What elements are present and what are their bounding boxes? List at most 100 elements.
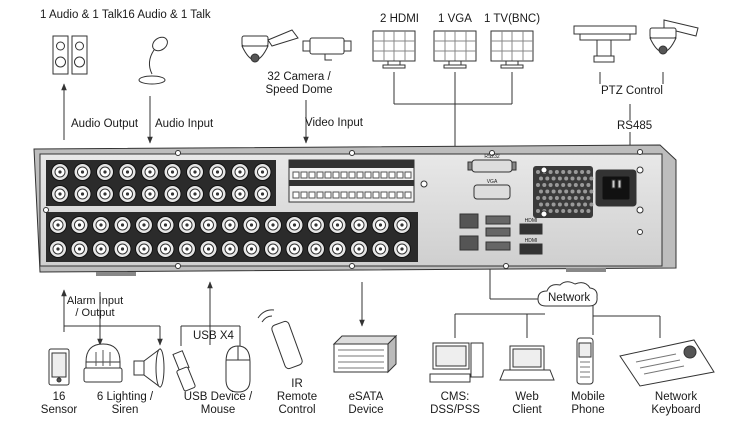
terminal-screw bbox=[364, 191, 372, 199]
bnc-connector bbox=[231, 163, 249, 181]
terminal-screw bbox=[348, 171, 356, 179]
laptop-icon bbox=[499, 345, 555, 381]
camera-label-line2: Speed Dome bbox=[265, 84, 333, 96]
vent-hole bbox=[573, 183, 578, 187]
bnc-connector bbox=[51, 163, 69, 181]
vent-hole bbox=[554, 170, 559, 174]
vent-hole bbox=[586, 209, 591, 213]
hdmi-port-label-1: HDMI bbox=[525, 218, 538, 224]
terminal-screw bbox=[292, 191, 300, 199]
vent-hole bbox=[567, 183, 572, 187]
vent-hole bbox=[557, 189, 562, 194]
terminal-screw bbox=[316, 171, 324, 179]
terminal-screw bbox=[316, 191, 324, 199]
tv-monitor-icon bbox=[490, 30, 534, 69]
bnc-connector bbox=[242, 216, 261, 234]
vent-hole bbox=[576, 189, 581, 194]
phone-label: Phone bbox=[571, 404, 605, 416]
vent-hole bbox=[554, 209, 559, 213]
vent-hole bbox=[557, 202, 562, 207]
vent-hole bbox=[586, 183, 591, 187]
web-label: Web bbox=[515, 391, 539, 403]
bnc-connector bbox=[113, 240, 132, 258]
vent-hole bbox=[586, 196, 591, 200]
network-cloud-icon bbox=[537, 281, 598, 307]
bnc-connector bbox=[51, 185, 69, 203]
terminal-screw bbox=[292, 171, 300, 179]
vent-hole bbox=[542, 196, 547, 200]
vent-hole bbox=[536, 183, 540, 187]
usb-device-icon bbox=[172, 350, 196, 392]
bnc-connector bbox=[156, 240, 175, 258]
camera-label-line1: 32 Camera / bbox=[267, 71, 331, 83]
bnc-connector bbox=[118, 185, 137, 203]
speaker-icon bbox=[52, 35, 88, 75]
terminal-screw bbox=[324, 171, 332, 179]
bnc-connector bbox=[393, 240, 411, 258]
terminal-screw bbox=[340, 171, 348, 179]
microphone-icon bbox=[138, 36, 168, 85]
bnc-connector bbox=[163, 185, 182, 203]
vent-hole bbox=[539, 176, 543, 181]
vga-monitor-icon bbox=[433, 30, 477, 69]
bnc-connector bbox=[70, 240, 89, 258]
network-label: Network bbox=[548, 292, 591, 304]
speakers-label: 1 Audio & 1 Talk bbox=[40, 9, 123, 21]
terminal-screw bbox=[372, 171, 380, 179]
terminal-screw bbox=[308, 191, 316, 199]
bnc-connector bbox=[135, 240, 153, 258]
sensor-label-line2: Sensor bbox=[40, 404, 78, 416]
vent-hole bbox=[536, 209, 540, 213]
terminal-screw bbox=[404, 171, 412, 179]
bnc-connector bbox=[307, 240, 325, 258]
terminal-screw bbox=[324, 191, 332, 199]
vent-holes bbox=[536, 170, 594, 213]
bnc-connector bbox=[350, 216, 368, 234]
bnc-connector bbox=[199, 216, 218, 234]
bnc-connector bbox=[92, 216, 110, 234]
vent-hole bbox=[539, 189, 543, 194]
vent-hole bbox=[557, 176, 562, 181]
terminal-screw bbox=[332, 191, 340, 199]
ptz-control-label: PTZ Control bbox=[601, 85, 663, 97]
vent-hole bbox=[570, 202, 575, 207]
sensor-icon bbox=[48, 348, 70, 386]
bnc-connector-grid bbox=[49, 163, 411, 258]
vent-hole bbox=[539, 202, 543, 207]
bnc-connector bbox=[393, 216, 411, 234]
network-keyboard-label-line1: Network bbox=[654, 391, 698, 403]
power-socket bbox=[595, 169, 637, 207]
vent-hole bbox=[548, 209, 553, 213]
terminal-screw bbox=[380, 191, 388, 199]
terminal-screw bbox=[388, 171, 396, 179]
terminal-screw bbox=[356, 171, 364, 179]
bnc-connector bbox=[178, 216, 196, 234]
vent-hole bbox=[548, 183, 553, 187]
vent-hole bbox=[583, 202, 588, 207]
vga-port-label: VGA bbox=[487, 179, 498, 185]
sensor-label-line1: 16 bbox=[52, 391, 66, 403]
terminal-screw bbox=[380, 171, 388, 179]
mounting-screws bbox=[540, 166, 644, 218]
terminal-screw bbox=[332, 171, 340, 179]
vent-hole bbox=[561, 170, 566, 174]
bnc-connector bbox=[49, 240, 67, 258]
vent-hole bbox=[570, 176, 575, 181]
vent-hole bbox=[561, 209, 566, 213]
vent-hole bbox=[570, 189, 575, 194]
vent-hole bbox=[589, 202, 594, 207]
vga-label: 1 VGA bbox=[438, 13, 472, 25]
speed-dome-camera-icon bbox=[241, 29, 299, 63]
vent-hole bbox=[580, 209, 585, 213]
terminal-screw bbox=[300, 191, 308, 199]
terminal-screw bbox=[364, 171, 372, 179]
bnc-connector bbox=[328, 240, 347, 258]
bnc-connector bbox=[73, 185, 92, 203]
vent-hole bbox=[583, 189, 588, 194]
vent-hole bbox=[589, 176, 594, 181]
terminal-screw bbox=[308, 171, 316, 179]
bnc-connector bbox=[371, 216, 390, 234]
vent-hole bbox=[551, 202, 556, 207]
usb-device-label-line2: Mouse bbox=[200, 404, 236, 416]
